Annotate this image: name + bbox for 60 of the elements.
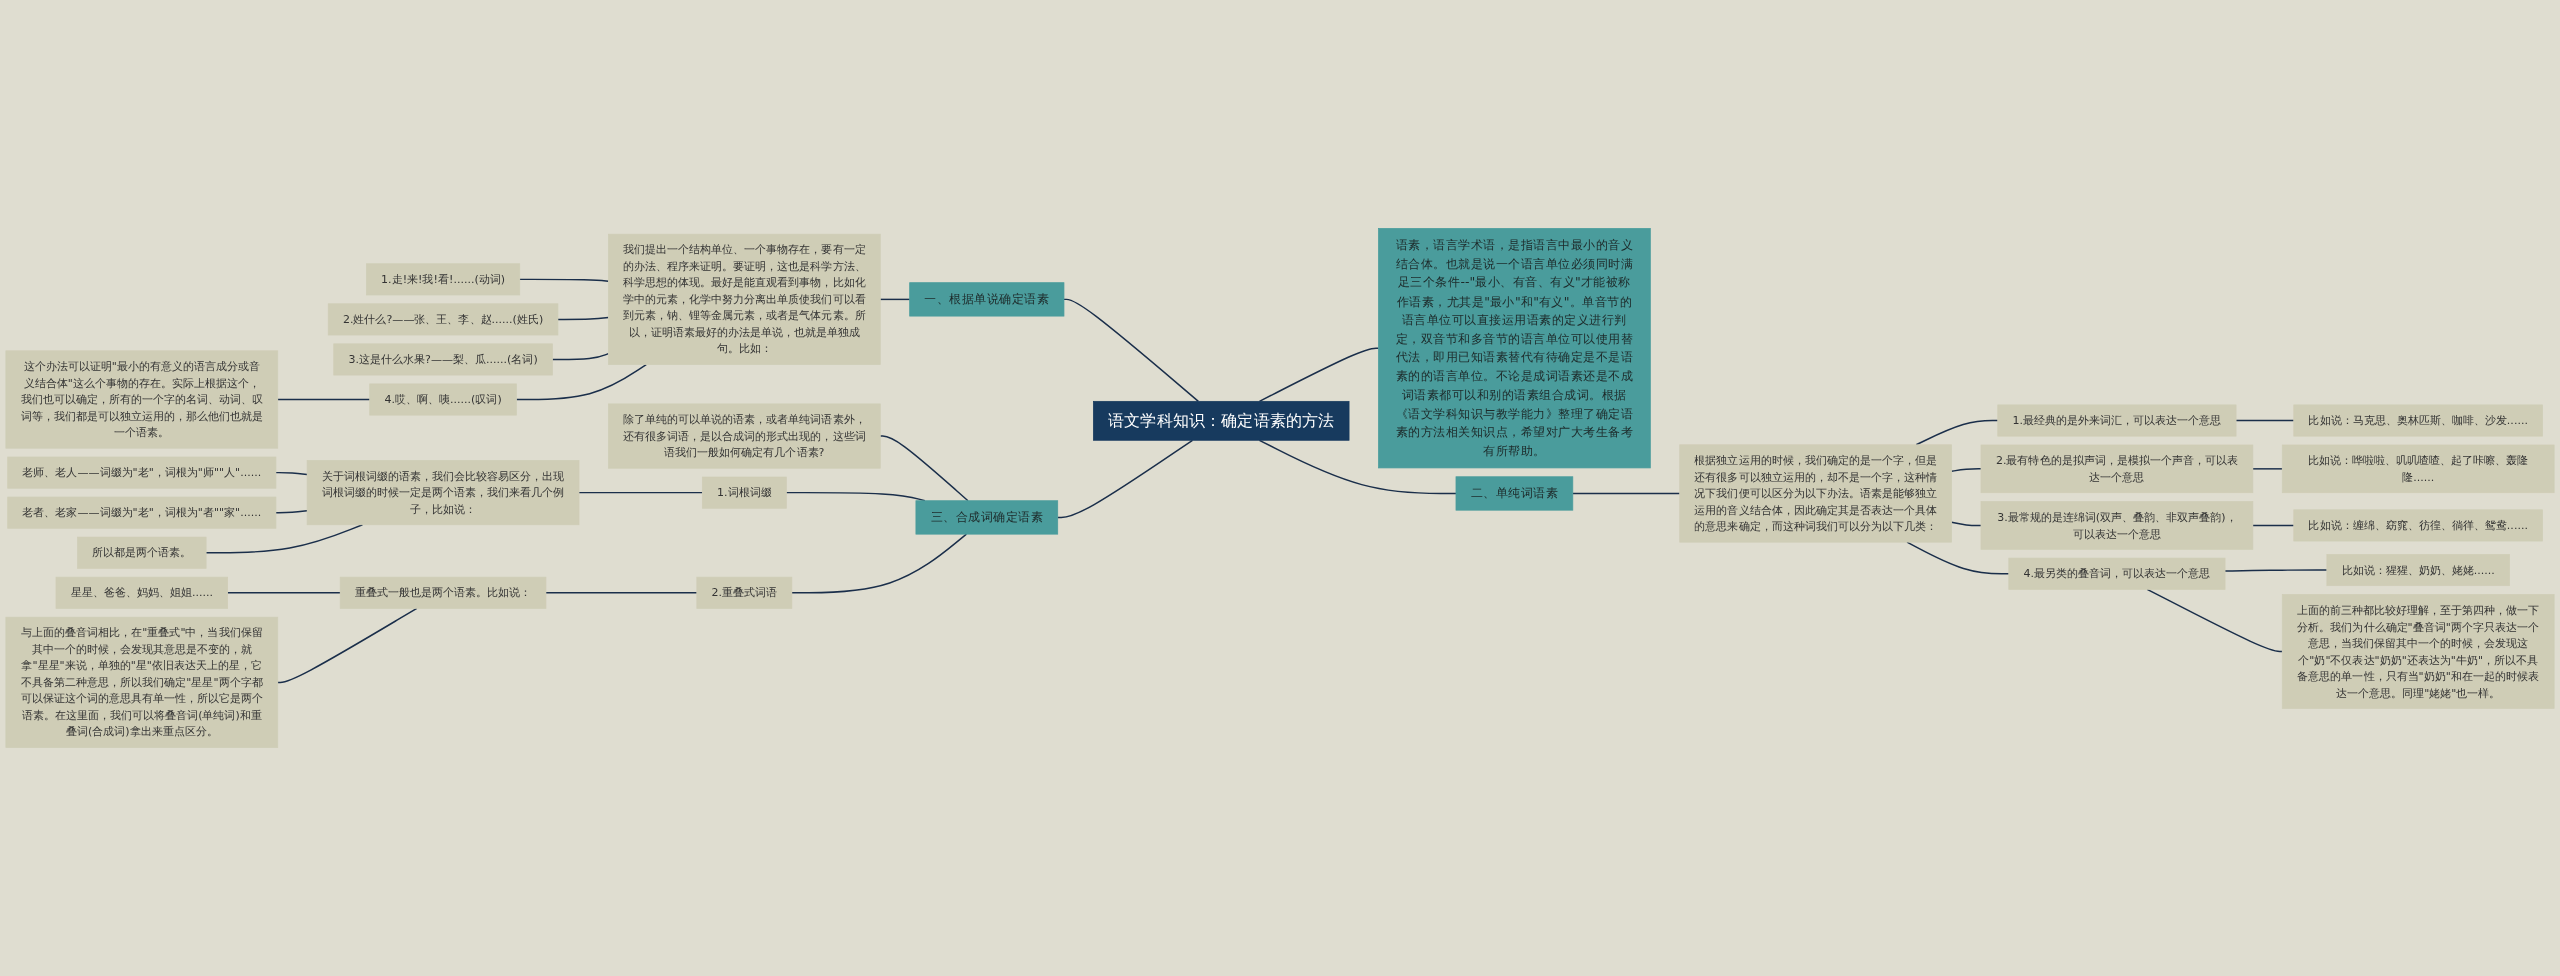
node-box: 老师、老人——词缀为"老"，词根为"师""人"...... [7, 456, 277, 489]
node-box: 4.哎、啊、咦......(叹词) [369, 383, 517, 416]
node-box: 3.最常规的是连绵词(双声、叠韵、非双声叠韵)，可以表达一个意思 [1980, 501, 2254, 550]
node-box: 关于词根词缀的语素，我们会比较容易区分，出现词根词缀的时候一定是两个语素，我们来看几个例子，比如说： [306, 460, 580, 526]
connector [578, 491, 704, 494]
node-box: 2.姓什么?——张、王、李、赵......(姓氏) [327, 303, 559, 336]
connector [557, 316, 610, 321]
connector [277, 607, 418, 684]
node-box: 三、合成词确定语素 [915, 500, 1059, 535]
node-box: 1.词根词缀 [701, 476, 787, 509]
connector [1906, 541, 2010, 575]
node-box: 2.最有特色的是拟声词，是模拟一个声音，可以表达一个意思 [1980, 444, 2254, 494]
node-box: 二、单纯词语素 [1455, 476, 1574, 511]
connector [2235, 419, 2295, 422]
node-box: 语文学科知识：确定语素的方法 [1093, 400, 1350, 441]
node-box: 我们提出一个结构单位、一个事物存在，要有一定的办法、程序来证明。要证明，这也是科学方法、科学思想的体现。最好是能直观看到事物，比如化学中的元素，化学中努力分离出单质使我们可以看到元素，钠、锂等金属元素，或者是气体元素。所以，证明语素最好的办法是单说，也就是单独成句。比如： [608, 233, 881, 365]
node-box: 语素，语言学术语，是指语言中最小的音义结合体。也就是说一个语言单位必须同时满足三个条件--"最小、有音、有义"才能被称作语素，尤其是"最小"和"有义"。单音节的语言单位可以直接运用语素的定义进行判定，双音节和多音节的语言单位可以使用替代法，即用已知语素替代有待确定是不是语素的的语言单位。不论是成词语素还是不成词语素都可以和别的语素组合成词。根据《语文学科知识与教学能力》整理了确定语素的方法相关知识点，希望对广大考生备考有所帮助。 [1378, 228, 1651, 469]
connector [551, 352, 610, 361]
connector [1063, 298, 1200, 403]
connector [205, 524, 364, 554]
connector [277, 398, 371, 401]
connector [1950, 468, 1982, 472]
connector [1057, 439, 1194, 519]
connector [226, 592, 341, 594]
node-box: 除了单纯的可以单说的语素，或者单纯词语素外，还有很多词语，是以合成词的形式出现的，这些词语我们一般如何确定有几个语素? [608, 403, 881, 469]
connector [1950, 521, 1982, 527]
node-box: 所以都是两个语素。 [77, 536, 207, 569]
node-box: 重叠式一般也是两个语素。比如说： [339, 576, 547, 609]
connector [1915, 419, 1999, 446]
node-box: 比如说：哗啦啦、叽叽喳喳、起了咔嚓、轰隆隆...... [2281, 444, 2555, 494]
connector [519, 278, 610, 283]
node-box: 这个办法可以证明"最小的有意义的语言成分或音义结合体"这么个事物的存在。实际上根据这个，我们也可以确定，所有的一个字的名词、动词、叹词等，我们都是可以独立运用的，那么他们也就是一个语素。 [5, 350, 279, 449]
connector [275, 509, 308, 514]
node-box: 1.最经典的是外来词汇，可以表达一个意思 [1997, 404, 2237, 437]
node-box: 比如说：猩猩、奶奶、姥姥...... [2326, 554, 2510, 587]
node-box: 2.重叠式词语 [696, 576, 793, 609]
connector [545, 592, 698, 594]
connector [1258, 347, 1380, 403]
connector [2146, 588, 2283, 653]
node-box: 上面的前三种都比较好理解，至于第四种，做一下分析。我们为什么确定"叠音词"两个字只表达一个意思，当我们保留其中一个的时候，会发现这个"奶"不仅表达"奶奶"还表达为"牛奶"，所以不具备意思的单一性，只有当"奶奶"和在一起的时候表达一个意思。同理"姥姥"也一样。 [2281, 594, 2555, 709]
node-box: 比如说：缠绵、窈窕、彷徨、徜徉、鸳鸯...... [2293, 509, 2543, 542]
connector [1258, 439, 1457, 495]
node-box: 与上面的叠音词相比，在"重叠式"中，当我们保留其中一个的时候，会发现其意思是不变的，就拿"星星"来说，单独的"星"依旧表达天上的星，它不具备第二种意思，所以我们确定"星星"两个字都可以保证这个词的意思具有单一性，所以它是两个语素。在这里面，我们可以将叠音词(单纯词)和重叠词(合成词)拿出来重点区分。 [5, 616, 279, 748]
node-box: 老者、老家——词缀为"老"，词根为"者""家"...... [7, 496, 277, 529]
node-box: 1.走!来!我!看!......(动词) [366, 263, 521, 296]
node-box: 根据独立运用的时候，我们确定的是一个字，但是还有很多可以独立运用的，却不是一个字，这种情况下我们便可以区分为以下办法。语素是能够独立运用的音义结合体，因此确定其是否表达一个具体的意思来确定，而这种词我们可以分为以下几类： [1679, 444, 1952, 543]
connector [2252, 524, 2295, 527]
connector [2252, 468, 2283, 470]
connector [515, 363, 647, 401]
connector [275, 471, 308, 476]
node-box: 一、根据单说确定语素 [909, 282, 1065, 317]
connector [879, 435, 969, 502]
node-box: 星星、爸爸、妈妈、姐姐...... [55, 576, 228, 609]
node-box: 比如说：马克思、奥林匹斯、咖啡、沙发...... [2293, 404, 2543, 437]
node-box: 4.最另类的叠音词，可以表达一个意思 [2008, 557, 2226, 590]
connector [879, 298, 911, 301]
connector [791, 533, 968, 594]
node-box: 3.这是什么水果?——梨、瓜......(名词) [333, 343, 553, 376]
connector [2224, 569, 2328, 572]
connector [1572, 492, 1681, 495]
